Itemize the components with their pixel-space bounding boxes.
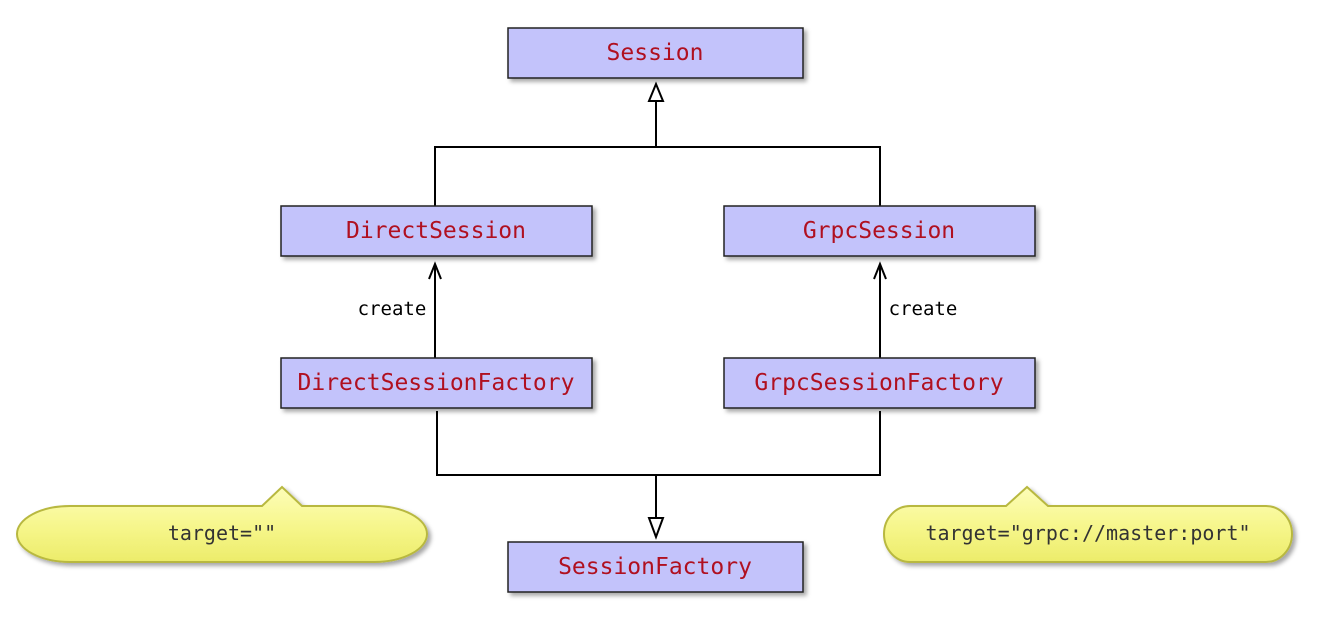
class-name-session-factory: SessionFactory xyxy=(558,554,752,580)
class-box-grpc-session[interactable]: GrpcSession xyxy=(723,205,1036,257)
class-box-session[interactable]: Session xyxy=(507,27,804,79)
note-grpc-target-text: target="grpc://master:port" xyxy=(925,521,1250,545)
direct-session-inherit-line xyxy=(434,146,656,206)
session-inherit-arrowhead xyxy=(647,81,665,102)
class-name-grpc-session: GrpcSession xyxy=(803,218,955,244)
session-factory-inherit-arrowhead xyxy=(647,517,665,540)
class-name-direct-session-factory: DirectSessionFactory xyxy=(298,370,575,396)
grpc-session-inherit-line xyxy=(656,146,881,206)
direct-create-label: create xyxy=(358,298,427,320)
grpc-create-label: create xyxy=(889,298,958,320)
class-box-session-factory[interactable]: SessionFactory xyxy=(507,541,804,593)
class-box-direct-session[interactable]: DirectSession xyxy=(280,205,593,257)
grpc-create-arrowhead xyxy=(873,261,887,280)
grpc-factory-inherit-line xyxy=(656,411,881,476)
class-name-session: Session xyxy=(607,40,704,66)
note-direct-target-text: target="" xyxy=(168,521,276,545)
direct-factory-inherit-line xyxy=(436,411,656,476)
class-box-direct-session-factory[interactable]: DirectSessionFactory xyxy=(280,357,593,409)
note-direct-target: target="" xyxy=(16,485,428,563)
direct-create-arrowhead xyxy=(428,261,442,280)
connectors xyxy=(434,101,881,518)
class-name-direct-session: DirectSession xyxy=(346,218,526,244)
class-name-grpc-session-factory: GrpcSessionFactory xyxy=(754,370,1003,396)
class-box-grpc-session-factory[interactable]: GrpcSessionFactory xyxy=(723,357,1036,409)
note-grpc-target: target="grpc://master:port" xyxy=(883,485,1293,563)
